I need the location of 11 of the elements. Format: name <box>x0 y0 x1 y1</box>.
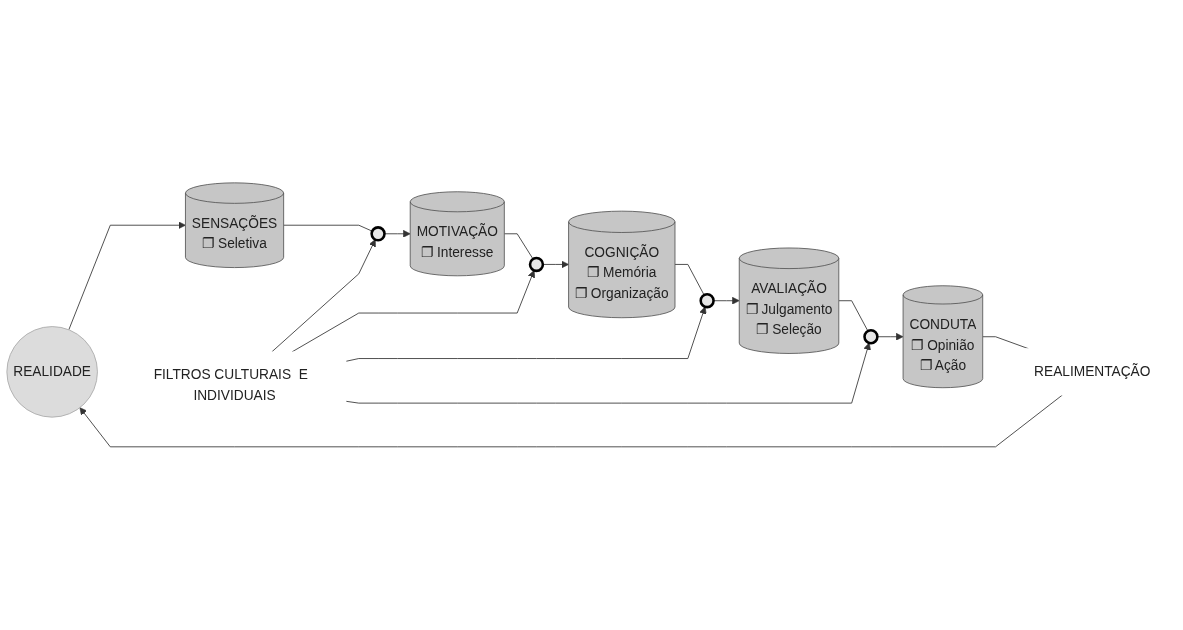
node-circle: REALIDADE <box>6 326 98 418</box>
node-ellipse <box>699 293 715 309</box>
node-text: REALIMENTAÇÃO <box>1034 364 1151 379</box>
node-ellipse <box>370 226 386 242</box>
connector <box>838 300 869 332</box>
node-ellipse <box>528 256 545 273</box>
node-text: FILTROS CULTURAIS E INDIVIDUAIS <box>153 367 308 403</box>
connector <box>503 233 534 260</box>
connector <box>283 224 373 232</box>
node-ellipse <box>863 329 879 345</box>
connector <box>674 264 705 296</box>
